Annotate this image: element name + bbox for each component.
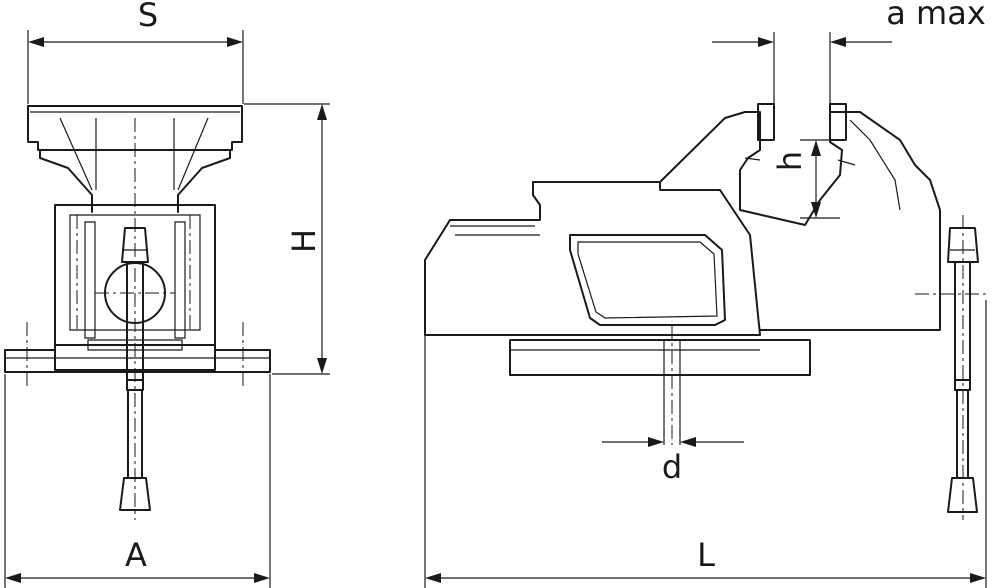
label-l: L bbox=[697, 536, 715, 574]
label-d: d bbox=[662, 448, 682, 486]
front-view bbox=[4, 105, 271, 520]
front-jaw-plate bbox=[27, 105, 243, 151]
label-h-upper: H bbox=[285, 229, 323, 253]
label-s: S bbox=[138, 0, 158, 34]
front-jaw-body bbox=[39, 149, 231, 213]
label-a: A bbox=[125, 536, 147, 574]
front-handle-knob bbox=[119, 477, 151, 511]
side-base bbox=[509, 339, 811, 376]
front-base bbox=[4, 344, 271, 373]
side-rear-body bbox=[424, 181, 761, 336]
front-housing bbox=[54, 204, 216, 371]
label-a-max: a max bbox=[886, 0, 986, 32]
side-jaw-insert-right bbox=[829, 103, 847, 141]
dimensions bbox=[4, 30, 987, 588]
side-handle-knob bbox=[947, 477, 978, 513]
label-h-lower: h bbox=[771, 151, 809, 171]
side-window bbox=[569, 234, 726, 326]
side-view bbox=[424, 103, 990, 520]
side-fixed-jaw bbox=[659, 111, 941, 331]
side-jaw-insert-left bbox=[757, 103, 775, 141]
